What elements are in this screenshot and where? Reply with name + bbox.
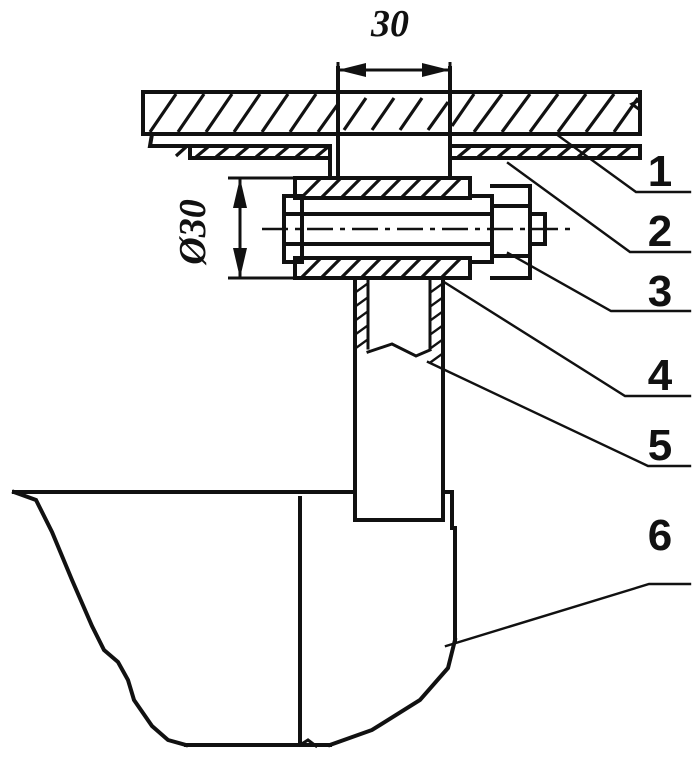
leader-line-1 (554, 132, 692, 194)
leader-line-2 (506, 161, 692, 254)
dia-arrow-top (233, 178, 247, 208)
hatch-housing-top (300, 177, 462, 199)
bearing-assembly-group (262, 176, 572, 280)
leader-line-5 (426, 360, 692, 468)
callout-number-5: 5 (648, 421, 672, 470)
dimension-diameter-30: Ø30 (172, 176, 300, 280)
dimension-label-30: 30 (370, 3, 409, 45)
dim-arrow-left (338, 63, 366, 77)
callout-number-3: 3 (648, 267, 672, 316)
support-post-group (346, 276, 454, 522)
hatch-lower-strip-left (174, 145, 330, 159)
hatch-top-plate-right (450, 93, 640, 133)
hatch-lower-strip-right (456, 145, 632, 159)
callout-number-1: 1 (648, 147, 672, 196)
dimension-30-horizontal: 30 (336, 3, 452, 92)
dim-arrow-right (422, 63, 450, 77)
callout-number-2: 2 (648, 207, 672, 256)
hatch-post-sleeve (354, 282, 444, 364)
dia-arrow-bottom (233, 248, 247, 278)
callout-number-6: 6 (648, 511, 672, 560)
hatch-top-plate-left (148, 93, 340, 133)
hatch-top-plate-center (342, 97, 450, 131)
hatch-housing-bottom (300, 257, 462, 279)
leader-line-4 (442, 280, 692, 398)
top-plate-group (141, 90, 643, 160)
bucket-body-group (11, 489, 458, 749)
leader-line-6 (444, 582, 692, 648)
leader-line-3 (506, 251, 692, 313)
callouts-group: 1 2 3 4 5 6 (426, 132, 692, 648)
dimension-label-diameter-30: Ø30 (172, 199, 214, 265)
callout-number-4: 4 (648, 351, 673, 400)
